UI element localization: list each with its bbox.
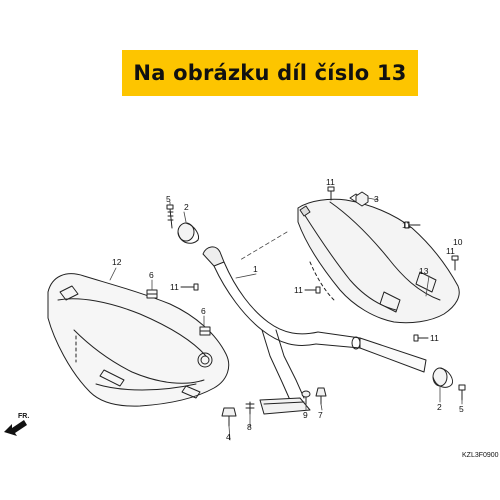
screw-part-11-c [404, 221, 421, 229]
banner-text: Na obrázku díl číslo 13 [133, 61, 407, 85]
callout-1: 1 [253, 264, 258, 274]
clip-nut-lower-part-6 [199, 326, 211, 336]
callout-9: 9 [303, 410, 308, 420]
screw-part-11-d [304, 286, 321, 294]
callout-2-upper: 2 [184, 202, 189, 212]
rear-handle-cover-part-13 [297, 193, 460, 324]
handlebar-pipe-part-1 [202, 246, 427, 415]
front-direction-arrow: FR. [4, 413, 29, 436]
callout-8: 8 [247, 422, 252, 432]
grip-weight-left-part-2 [177, 222, 199, 244]
leader-lines [109, 197, 463, 441]
callout-2-lower: 2 [437, 402, 442, 412]
callout-3: 3 [374, 194, 379, 204]
direction-label: FR. [18, 413, 29, 420]
callout-6-lower: 6 [201, 306, 206, 316]
clip-nut-upper-part-6 [146, 289, 158, 299]
callout-5-lower: 5 [459, 404, 464, 414]
screw-part-11-b [327, 186, 335, 201]
screw-part-11-e [413, 334, 429, 342]
callout-11-d: 11 [294, 285, 303, 295]
screw-part-11-a [180, 283, 199, 291]
bolt-part-4 [221, 407, 237, 427]
callout-12: 12 [112, 257, 122, 267]
callout-6-upper: 6 [149, 270, 154, 280]
callout-4: 4 [226, 432, 231, 442]
washer-part-8 [245, 401, 255, 415]
nut-part-9 [301, 390, 311, 405]
screw-lower-part-5 [458, 384, 466, 401]
diagram-code: KZL3F0900 [462, 452, 499, 459]
grommet-part-3 [355, 191, 369, 207]
screw-upper-part-5 [166, 204, 174, 229]
callout-7: 7 [318, 410, 323, 420]
callout-11-e: 11 [430, 333, 439, 343]
callout-11-top-right: 11 [446, 246, 455, 256]
callout-5-upper: 5 [166, 194, 171, 204]
callout-10: 10 [453, 237, 463, 247]
front-handle-cover-part-12 [47, 273, 230, 407]
callout-11-c: 11 [402, 220, 411, 230]
callout-11-a: 11 [170, 282, 179, 292]
callout-13: 13 [419, 266, 429, 276]
grip-weight-right-part-2 [432, 367, 453, 388]
callout-labels: 5 2 11 11 3 11 1 12 6 11 6 11 13 10 11 1… [112, 177, 464, 442]
part-number-banner: Na obrázku díl číslo 13 [122, 50, 418, 96]
callout-11-b: 11 [326, 177, 335, 187]
screw-part-10 [451, 255, 459, 271]
clip-part-7 [315, 387, 327, 405]
